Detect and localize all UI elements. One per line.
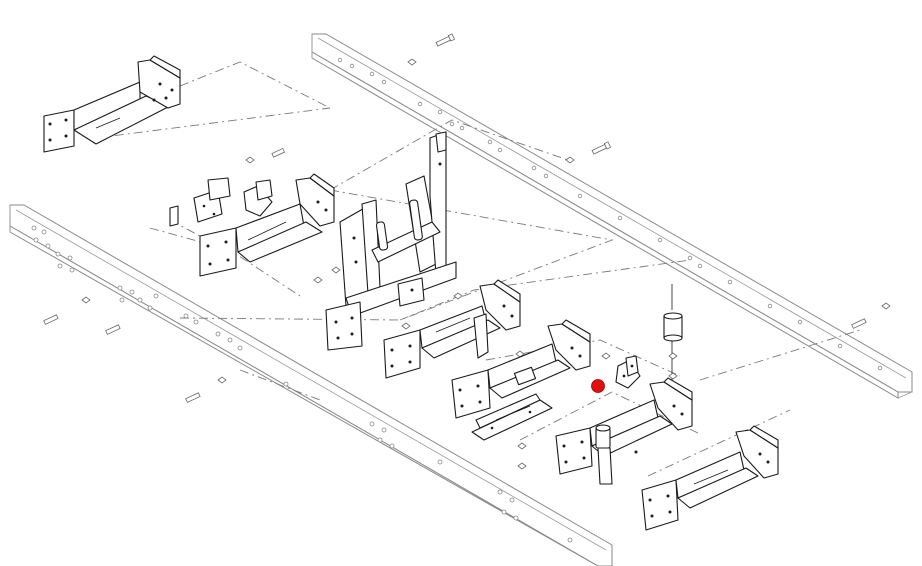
frame-rail-rear[interactable] bbox=[311, 33, 913, 399]
bolt bbox=[271, 147, 286, 158]
bolt bbox=[517, 442, 527, 450]
frame-rail-front[interactable] bbox=[9, 204, 613, 566]
crossmember-c[interactable] bbox=[383, 279, 521, 379]
crossmember-d[interactable] bbox=[451, 319, 591, 419]
rail-rear-holes bbox=[337, 57, 883, 371]
bolt bbox=[401, 322, 411, 330]
bolt bbox=[591, 141, 612, 155]
bolt bbox=[105, 324, 121, 335]
bolt bbox=[331, 266, 341, 274]
bolt bbox=[313, 276, 323, 284]
bolt bbox=[565, 156, 575, 164]
bolt bbox=[601, 352, 611, 360]
bolt bbox=[43, 314, 59, 325]
selection-marker[interactable] bbox=[591, 379, 605, 393]
bolt bbox=[81, 296, 91, 304]
crossmember-f[interactable] bbox=[641, 425, 779, 531]
bracket-pair[interactable] bbox=[169, 177, 273, 227]
bolt bbox=[851, 318, 867, 329]
bolt bbox=[453, 292, 463, 300]
bolt bbox=[217, 376, 227, 384]
bolt bbox=[517, 462, 527, 470]
mount-bracket[interactable] bbox=[615, 355, 641, 389]
bolt bbox=[245, 156, 255, 164]
bolt bbox=[435, 33, 456, 47]
tower-crossmember[interactable] bbox=[325, 131, 457, 351]
bolt bbox=[881, 302, 891, 310]
fasteners bbox=[43, 33, 891, 470]
bolt bbox=[515, 350, 525, 358]
bolt bbox=[407, 58, 417, 66]
crossmember-e[interactable] bbox=[555, 377, 693, 485]
crossmember-a[interactable] bbox=[43, 55, 181, 153]
crossmember-b[interactable] bbox=[199, 173, 335, 277]
skid-plate[interactable] bbox=[471, 393, 553, 441]
rail-front-holes bbox=[31, 225, 573, 543]
leader-lines bbox=[95, 61, 861, 477]
isolator-stack[interactable] bbox=[663, 312, 683, 380]
bolt bbox=[185, 392, 201, 403]
